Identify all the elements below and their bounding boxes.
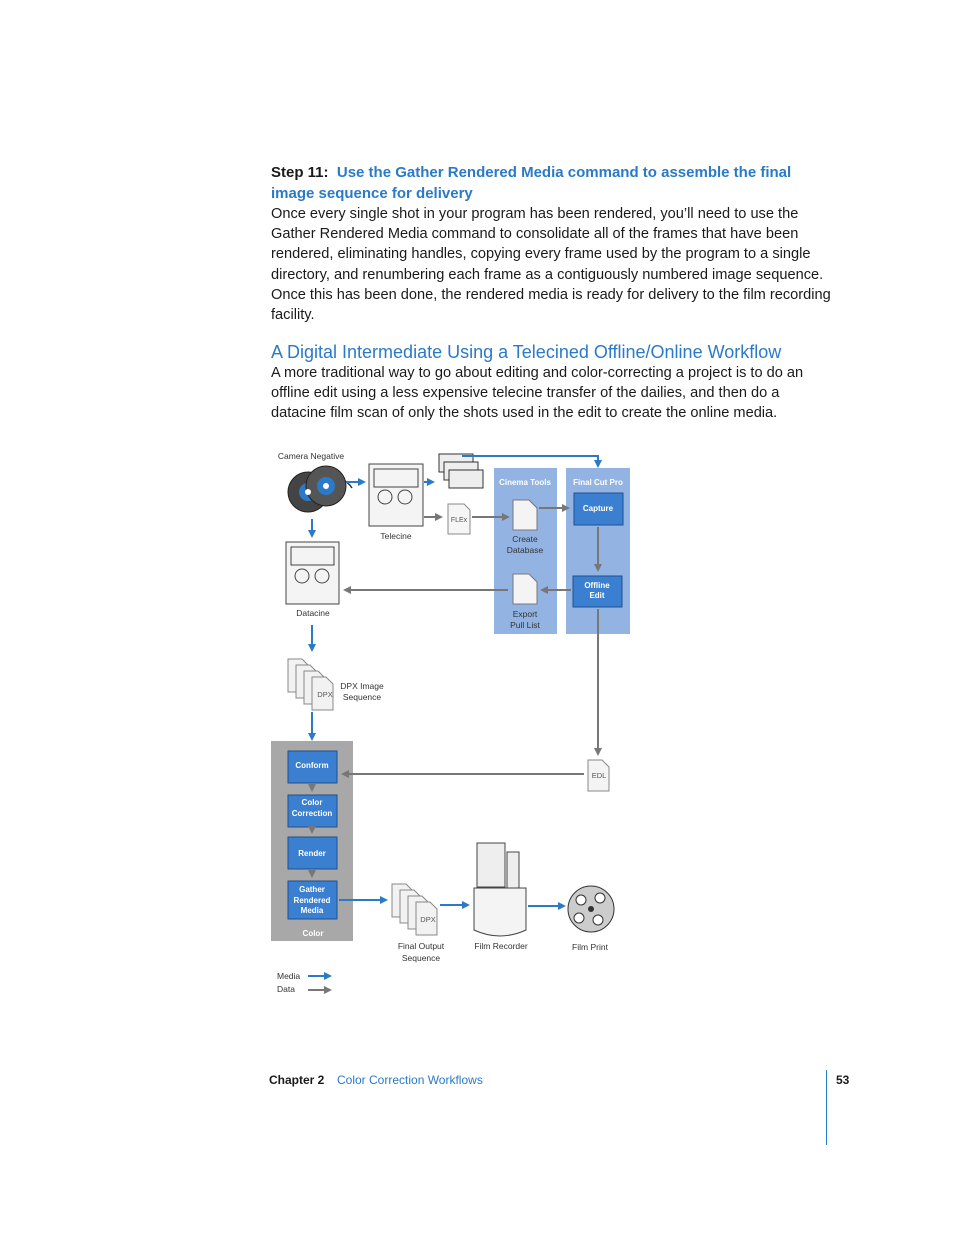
film-print-label: Film Print: [572, 942, 609, 952]
create-database-icon: [512, 499, 538, 531]
film-recorder-label: Film Recorder: [474, 941, 528, 951]
final-cut-pro-label: Final Cut Pro: [573, 478, 623, 487]
legend-data-label: Data: [277, 984, 295, 994]
footer-section[interactable]: Color Correction Workflows: [337, 1073, 483, 1087]
flex-file-icon: [447, 503, 471, 535]
dpx-sequence-label-1: DPX Image: [340, 681, 384, 691]
export-pull-list-label-2: Pull List: [510, 620, 540, 630]
page-number: 53: [836, 1073, 850, 1087]
dpx-sequence-icon: [287, 658, 334, 711]
final-output-sequence-icon: [391, 883, 438, 936]
step-title: Use the Gather Rendered Media command to…: [271, 164, 792, 202]
color-correction-label-1: Color: [302, 798, 323, 807]
cinema-tools-panel: [494, 468, 557, 634]
legend-media-label: Media: [277, 971, 300, 981]
step-heading: Step 11: Use the Gather Rendered Media c…: [271, 162, 831, 204]
final-output-label-2: Sequence: [402, 953, 441, 963]
cinema-tools-label: Cinema Tools: [499, 478, 551, 487]
flex-label: FLEx: [451, 517, 468, 524]
film-recorder-icon: [473, 842, 527, 937]
step-number: Step 11:: [271, 164, 329, 181]
capture-label: Capture: [583, 504, 614, 513]
export-pull-list-label-1: Export: [513, 609, 538, 619]
color-label: Color: [303, 929, 324, 938]
data-arrows: [308, 504, 602, 878]
gather-label-2: Rendered: [294, 896, 331, 905]
gather-label-3: Media: [301, 906, 324, 915]
media-arrows: [308, 455, 602, 910]
film-print-icon: [567, 885, 615, 933]
step-body: Once every single shot in your program h…: [271, 206, 831, 324]
dpx-sequence-label-2: Sequence: [343, 692, 382, 702]
edl-label: EDL: [592, 771, 607, 780]
offline-edit-box: [572, 575, 623, 608]
gather-rendered-media-box: [287, 880, 338, 920]
export-pull-list-icon: [512, 573, 538, 605]
render-box: [287, 836, 338, 870]
telecine-icon: [368, 463, 424, 527]
edl-file-icon: [587, 759, 610, 792]
footer-chapter: Chapter 2: [269, 1073, 325, 1087]
offline-edit-label-2: Edit: [589, 591, 604, 600]
camera-negative-label: Camera Negative: [278, 451, 344, 461]
tapes-icon: [438, 453, 484, 489]
section-body: A more traditional way to go about editi…: [271, 365, 804, 422]
color-correction-label-2: Correction: [292, 809, 333, 818]
conform-box: [287, 750, 338, 784]
offline-edit-label-1: Offline: [584, 581, 610, 590]
create-database-label-2: Database: [507, 545, 544, 555]
datacine-icon: [285, 541, 340, 605]
datacine-label: Datacine: [296, 608, 330, 618]
final-dpx-label: DPX: [420, 915, 435, 924]
color-correction-box: [287, 794, 338, 828]
dpx-label: DPX: [317, 690, 332, 699]
capture-box: [573, 492, 624, 526]
telecine-label: Telecine: [380, 531, 411, 541]
create-database-label-1: Create: [512, 534, 538, 544]
gather-label-1: Gather: [299, 885, 325, 894]
section-heading: A Digital Intermediate Using a Telecined…: [271, 342, 782, 362]
final-output-label-1: Final Output: [398, 941, 445, 951]
footer-divider: [826, 1070, 827, 1145]
camera-negative-icon: [287, 465, 353, 513]
conform-label: Conform: [295, 761, 328, 770]
render-label: Render: [298, 849, 326, 858]
